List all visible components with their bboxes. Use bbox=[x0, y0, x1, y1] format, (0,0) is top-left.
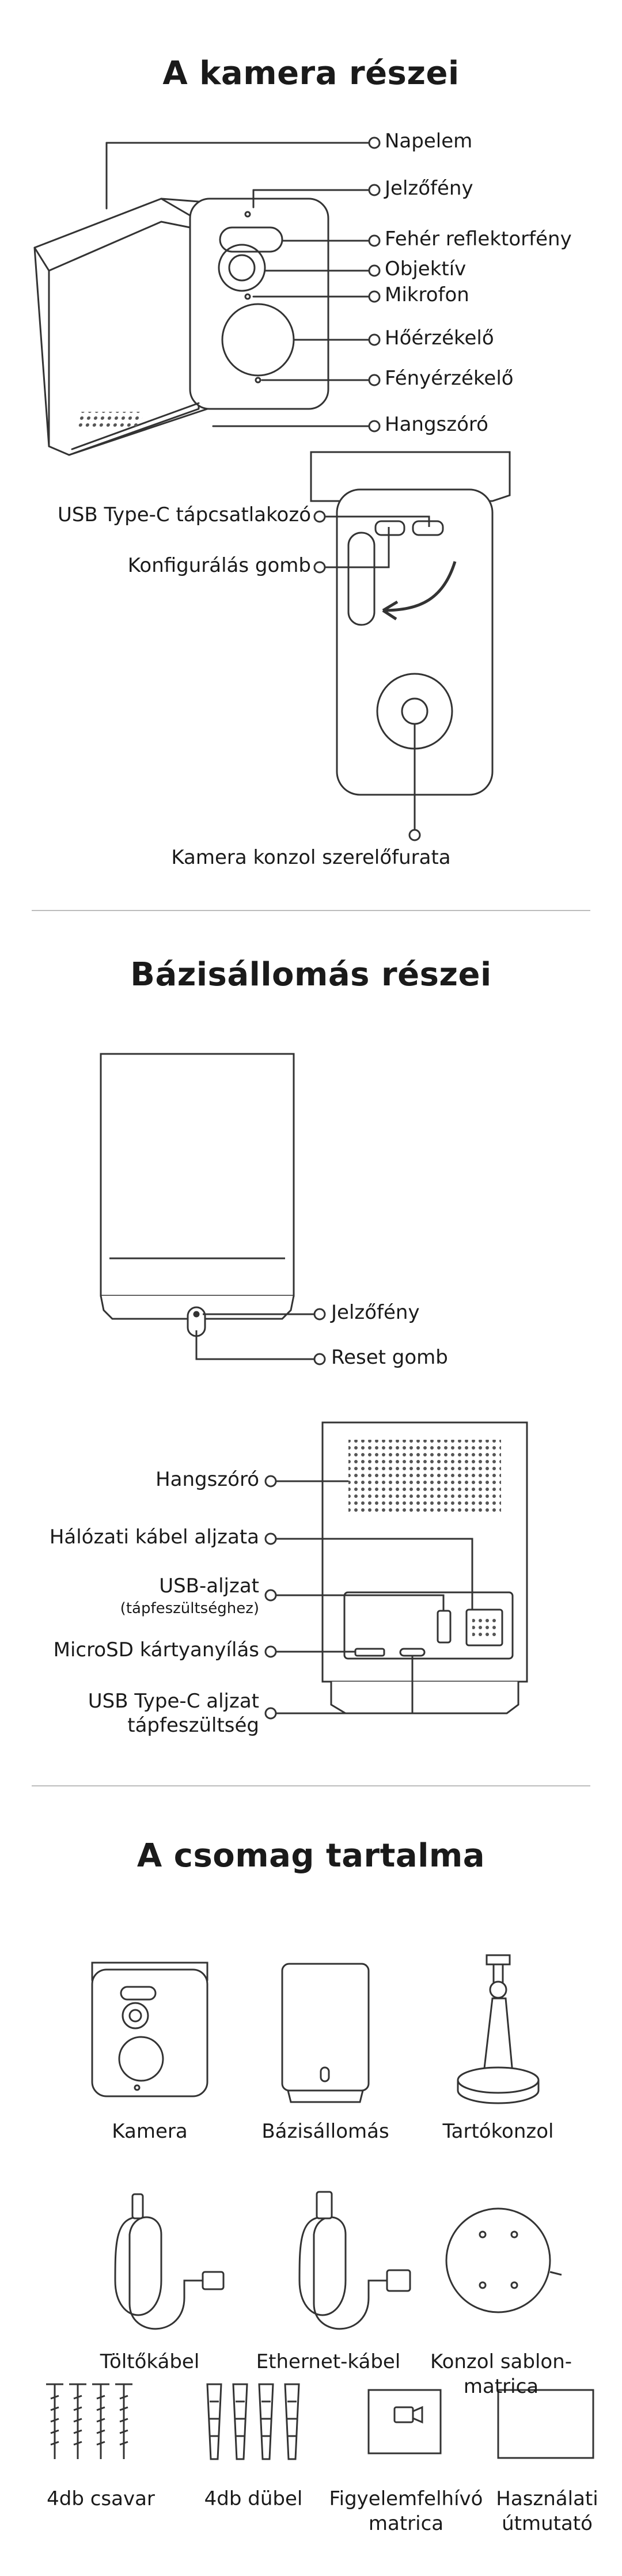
lens-shape bbox=[218, 244, 266, 292]
package-camera-illustration bbox=[91, 1962, 208, 2097]
package-charging-cable-illustration bbox=[114, 2193, 225, 2330]
caption-manual-line2: útmutató bbox=[502, 2512, 593, 2535]
spotlight-shape bbox=[219, 226, 283, 253]
label-config-button: Konfigurálás gomb bbox=[127, 554, 311, 577]
caption-warning-line1: Figyelemfelhívó bbox=[329, 2487, 483, 2510]
label-microsd: MicroSD kártyanyílás bbox=[53, 1638, 259, 1661]
caption-base: Bázisállomás bbox=[261, 2120, 389, 2143]
base-section-title: Bázisállomás részei bbox=[130, 956, 492, 993]
caption-anchors: 4db dübel bbox=[204, 2487, 303, 2510]
base-station-back-illustration bbox=[276, 1421, 528, 1714]
package-section-title: A csomag tartalma bbox=[136, 1837, 486, 1875]
caption-ethernet-cable: Ethernet-kábel bbox=[256, 2350, 401, 2373]
label-base-indicator: Jelzőfény bbox=[331, 1301, 420, 1324]
package-bracket-illustration bbox=[457, 1954, 540, 2104]
label-spotlight: Fehér reflektorfény bbox=[385, 227, 572, 251]
base-station-front-illustration bbox=[100, 1053, 314, 1360]
caption-camera: Kamera bbox=[112, 2120, 188, 2143]
label-light-sensor: Fényérzékelő bbox=[385, 367, 514, 390]
package-manual-illustration bbox=[497, 2389, 594, 2459]
caption-warning-line2: matrica bbox=[368, 2512, 444, 2535]
caption-template-line2: matrica bbox=[463, 2375, 539, 2398]
label-microphone: Mikrofon bbox=[385, 283, 469, 306]
label-usb-c-port: USB Type-C tápcsatlakozó bbox=[57, 503, 311, 526]
package-template-illustration bbox=[445, 2207, 562, 2313]
caption-screws: 4db csavar bbox=[47, 2487, 155, 2510]
section-divider-2 bbox=[32, 1785, 590, 1786]
section-divider bbox=[32, 910, 590, 911]
label-heat-sensor: Hőérzékelő bbox=[385, 327, 494, 350]
mic-dot bbox=[244, 293, 251, 300]
light-sensor-dot bbox=[255, 377, 261, 384]
label-usb-c-line2: tápfeszültség bbox=[127, 1714, 259, 1737]
camera-back-illustration bbox=[310, 451, 511, 829]
camera-section-title: A kamera részei bbox=[162, 55, 460, 92]
label-reset: Reset gomb bbox=[331, 1346, 448, 1369]
package-ethernet-cable-illustration bbox=[298, 2191, 411, 2330]
label-lens: Objektív bbox=[385, 257, 466, 280]
package-anchors-illustration bbox=[206, 2383, 300, 2460]
label-mount-hole: Kamera konzol szerelőfurata bbox=[171, 846, 451, 869]
camera-body-illustration bbox=[33, 198, 329, 456]
label-base-speaker: Hangszóró bbox=[156, 1468, 259, 1491]
package-screws-illustration bbox=[46, 2383, 132, 2459]
label-solar-panel: Napelem bbox=[385, 130, 473, 153]
caption-template-line1: Konzol sablon- bbox=[430, 2350, 572, 2373]
label-indicator: Jelzőfény bbox=[385, 177, 473, 200]
label-usb-port: USB-aljzat bbox=[159, 1575, 259, 1598]
package-base-illustration bbox=[281, 1963, 370, 2103]
label-usb-port-note: (tápfeszültséghez) bbox=[120, 1600, 259, 1617]
label-network-port: Hálózati kábel aljzata bbox=[49, 1526, 259, 1549]
indicator-dot bbox=[244, 211, 251, 218]
caption-bracket: Tartókonzol bbox=[442, 2120, 554, 2143]
caption-charging-cable: Töltőkábel bbox=[100, 2350, 200, 2373]
package-warning-sticker-illustration bbox=[367, 2389, 442, 2454]
label-speaker: Hangszóró bbox=[385, 413, 488, 436]
caption-manual-line1: Használati bbox=[496, 2487, 598, 2510]
label-usb-c-line1: USB Type-C aljzat bbox=[88, 1690, 259, 1713]
